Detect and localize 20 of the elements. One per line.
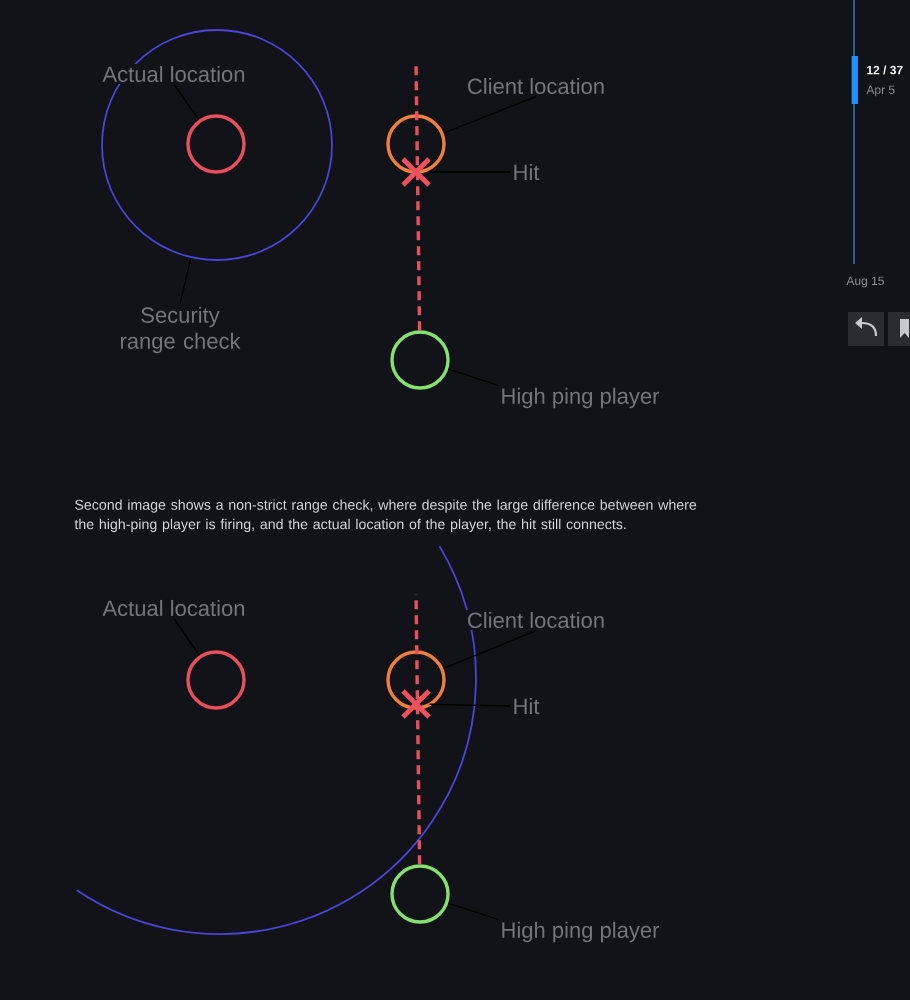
leader-line — [442, 629, 537, 670]
hit-marker — [401, 157, 431, 187]
leader-line — [447, 902, 499, 921]
callout-label: High ping player — [502, 921, 660, 943]
callout-label: Client location — [468, 77, 604, 95]
leader-line — [173, 83, 200, 121]
shot-line — [414, 61, 422, 331]
callout-label: Hit — [514, 163, 540, 181]
callout-label: Hit — [514, 697, 540, 715]
callout-label: Security range check — [120, 306, 241, 354]
location-circle — [186, 114, 246, 174]
callout-label: High ping player — [502, 387, 660, 409]
leader-line — [442, 95, 537, 134]
leader-line — [447, 368, 499, 387]
player-circle — [390, 330, 450, 390]
range-circle — [101, 29, 333, 261]
location-circle — [386, 114, 446, 174]
location-circle — [186, 650, 246, 710]
leader-line — [173, 617, 200, 657]
leader-line — [179, 257, 192, 306]
